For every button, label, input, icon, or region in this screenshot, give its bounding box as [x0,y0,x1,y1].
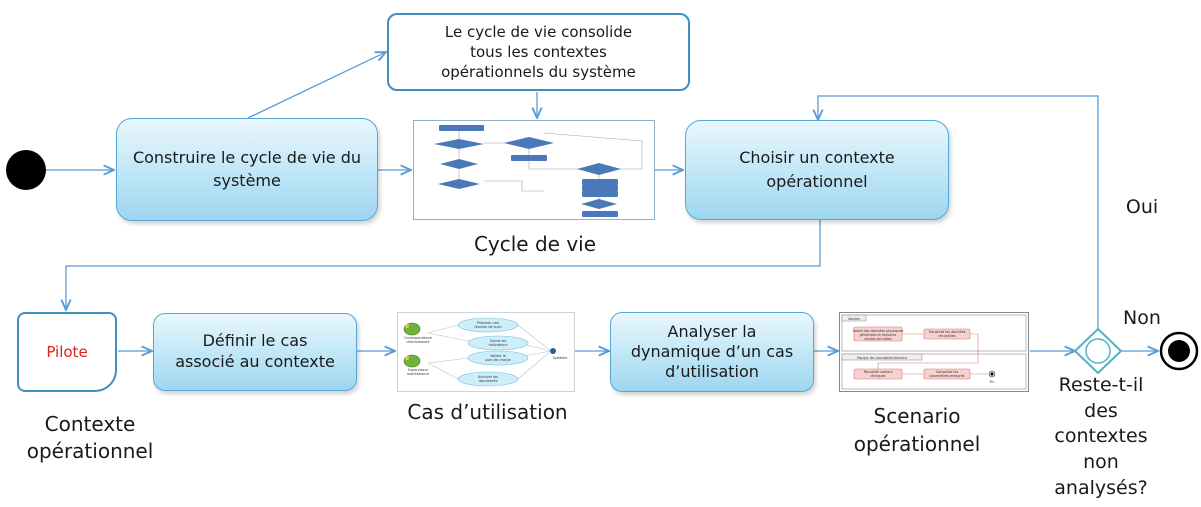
guard-oui: Oui [1125,196,1159,218]
action-1-line-2: générales et mesures [860,333,897,337]
actor-1-name-line-1: Correspondance [404,336,432,340]
actor-1-name-line-2: cheminement [406,340,430,344]
cas-utilisation-thumbnail: Correspondance cheminement Superviseur m… [397,312,575,392]
cycle-de-vie-caption: Cycle de vie [473,232,597,256]
pilote-label: Pilote [46,343,88,361]
actor-2-name-line-2: maintenance [407,372,429,376]
decision-line-2: des [1084,399,1118,422]
activity-analyser-label: Analyser la dynamique d’un cas d’utilisa… [630,322,794,381]
end-node-inner [1168,340,1190,362]
decision-inner-circle [1085,338,1111,364]
decision-line-1: Reste-t-il [1058,374,1144,396]
scenario-thumbnail: Saisies Equipe de conception/service Sai… [839,312,1029,392]
scenario-end-label: Fin [990,380,995,384]
contexte-operationnel-caption: Contexte opérationnel [0,411,180,465]
decision-line-5: analysés? [1054,476,1148,499]
usecase-3-line-2: plan de charge [485,358,510,362]
action-1-line-1: Saisie des données physiques [853,329,904,333]
callout-note: Le cycle de vie consolide tous les conte… [387,13,690,91]
cas-utilisation-caption: Cas d’utilisation [407,400,568,424]
start-node [6,150,46,190]
scenario-caption-line-2: opérationnel [853,432,981,456]
action-2-line-2: recueillies [938,334,955,338]
cycle-de-vie-thumbnail [413,120,655,220]
scenario-swimlane-image: Saisies Equipe de conception/service Sai… [841,314,1027,390]
usecase-end-label: Système [553,356,568,360]
activity-definir: Définir le cas associé au contexte [153,313,357,391]
callout-line-2: tous les contextes [470,42,607,61]
decision-line-4: non [1083,450,1119,473]
decision-line-3: contextes [1054,425,1148,448]
action-3-line-2: cliniques [871,374,886,378]
activity-construire-label: Construire le cycle de vie du système [132,148,362,190]
scenario-caption-line-1: Scenario [873,404,961,428]
contexte-caption-line-2: opérationnel [26,439,154,463]
lane-1-label: Saisies [848,317,860,321]
usecase-3-line-1: Valider le [490,354,506,358]
action-2-line-1: Transmet les données [927,330,965,334]
activity-choisir-label: Choisir un contexte opérationnel [739,148,895,191]
callout-line-1: Le cycle de vie consolide [444,22,633,41]
scenario-operationnel-caption: Scenario opérationnel [832,402,1002,458]
pilote-object: Pilote [17,312,117,392]
actor-2-name-line-1: Superviseur [408,368,429,372]
contexte-caption-line-1: Contexte [44,412,136,436]
flow-construire-to-callout [247,52,386,119]
activity-analyser: Analyser la dynamique d’un cas d’utilisa… [610,312,814,392]
usecase-2-line-2: indicateurs [489,343,508,347]
guard-non: Non [1123,307,1161,329]
activity-construire: Construire le cycle de vie du système [116,118,378,221]
cycle-flowchart-image [434,125,643,217]
decision-question: Reste-t-il des contextes non analysés? [1036,373,1166,501]
action-4-line-1: Consolide les [936,370,959,374]
flow-choisir-to-pilote [66,220,821,310]
usecase-diagram-image: Correspondance cheminement Superviseur m… [403,317,568,387]
action-3-line-1: Recueille valeurs [864,370,893,374]
usecase-4-line-2: documents [479,379,498,383]
callout-line-3: opérationnels du système [441,63,636,82]
action-1-line-3: vitales simulées [864,337,892,341]
lane-2-label: Equipe de conception/service [857,356,907,360]
usecase-4-line-1: Archiver les [478,375,498,379]
usecase-1-line-1: Préparer une [477,321,499,325]
flow-decision-oui-loop [818,95,1099,329]
usecase-2-line-1: Suivre les [490,339,507,343]
usecase-1-line-2: réunion de suivi [474,325,501,329]
activity-choisir: Choisir un contexte opérationnel [685,120,949,220]
activity-definir-label: Définir le cas associé au contexte [175,331,335,371]
actor-icons [403,322,421,368]
action-4-line-2: paramètres mesurés [929,374,964,378]
